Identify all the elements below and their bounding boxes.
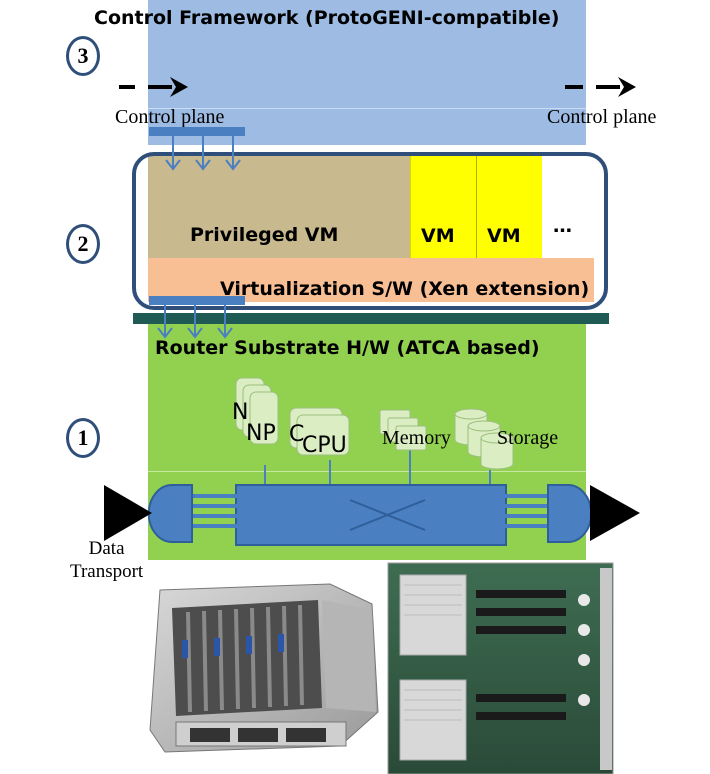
step-badge-1: 1 — [66, 418, 100, 458]
virtualization-software-box — [148, 258, 594, 302]
control-plane-label-left: Control plane — [115, 106, 225, 128]
vm-label-2: VM — [487, 225, 521, 247]
privileged-vm-box — [148, 155, 410, 258]
substrate-divider — [148, 471, 586, 472]
virtualization-software-label: Virtualization S/W (Xen extension) — [220, 278, 590, 300]
vm-box-1 — [410, 155, 476, 258]
privileged-vm-label: Privileged VM — [190, 224, 339, 246]
memory-card-stack-icon — [379, 409, 427, 451]
data-transport-label: Data Transport — [70, 538, 144, 582]
vm-label-1: VM — [421, 225, 455, 247]
control-framework-box — [148, 0, 586, 145]
control-interface-connector — [149, 127, 245, 171]
storage-cylinders-icon — [454, 408, 514, 470]
step-badge-2: 2 — [66, 224, 100, 264]
control-framework-title: Control Framework (ProtoGENI-compatible) — [94, 7, 560, 29]
atca-blade-photo — [387, 562, 614, 774]
cpu-card-stack-icon — [289, 407, 350, 456]
control-plane-label-right: Control plane — [547, 106, 657, 128]
control-plane-arrow-left — [119, 77, 188, 97]
np-label: NP — [246, 421, 276, 446]
substrate-separator-bar — [133, 313, 609, 324]
data-out-arrow — [590, 485, 640, 541]
more-vms-ellipsis: … — [553, 215, 572, 237]
cpu-label: CPU — [302, 433, 347, 458]
control-plane-arrow-right — [565, 77, 636, 97]
memory-label: Memory — [382, 427, 451, 449]
storage-label: Storage — [497, 427, 559, 449]
data-transport-bus — [147, 484, 593, 546]
atca-chassis-photo — [149, 583, 379, 753]
vm-box-2 — [476, 155, 542, 258]
router-substrate-title: Router Substrate H/W (ATCA based) — [155, 337, 540, 359]
np-card-stack-icon — [235, 377, 279, 445]
data-in-arrow — [104, 485, 152, 541]
control-framework-divider — [148, 108, 586, 109]
hardware-interface-connector — [149, 296, 245, 339]
np-hidden-label-1: N — [232, 400, 249, 425]
step-badge-3: 3 — [66, 36, 100, 76]
cpu-hidden-label: C — [289, 422, 305, 447]
virtualization-layer-frame — [132, 152, 608, 310]
